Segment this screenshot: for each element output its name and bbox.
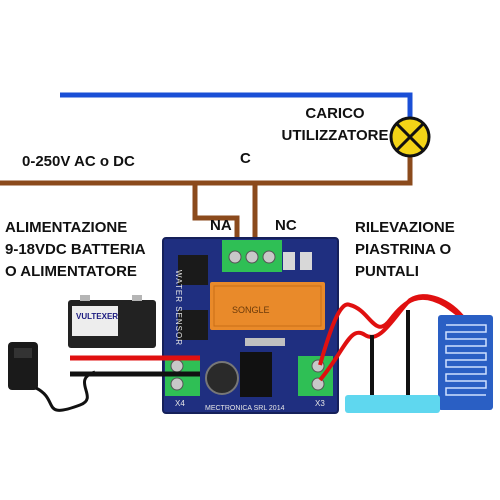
- label-voltage: 0-250V AC o DC: [22, 153, 135, 170]
- connector-left-label: X4: [175, 399, 185, 408]
- blue-wire: [60, 92, 413, 118]
- label-rilevazione-line3: PUNTALI: [355, 263, 419, 280]
- label-common: C: [240, 150, 251, 167]
- label-rilevazione-line2: PIASTRINA O: [355, 241, 452, 258]
- label-alimentazione-line2: 9-18VDC BATTERIA: [5, 241, 146, 258]
- label-nc: NC: [275, 217, 297, 234]
- brown-wire-lamp: [0, 155, 413, 186]
- lamp-icon: [389, 116, 431, 158]
- pcb-board: [162, 237, 339, 414]
- relay: [210, 282, 325, 330]
- label-carico-line2: UTILIZZATORE: [281, 127, 389, 144]
- power-adapter-icon: [8, 342, 96, 412]
- relay-text: SONGLE: [232, 305, 270, 315]
- label-alimentazione-line3: O ALIMENTATORE: [5, 263, 137, 280]
- label-alimentazione: ALIMENTAZIONE 9-18VDC BATTERIA O ALIMENT…: [5, 217, 146, 283]
- connector-right-label: X3: [315, 399, 325, 408]
- battery-brand: VULTEXER: [76, 312, 118, 321]
- board-text-vertical: WATER SENSOR: [174, 270, 183, 346]
- water-puddle: [345, 395, 440, 413]
- label-rilevazione-line1: RILEVAZIONE: [355, 219, 455, 236]
- label-rilevazione: RILEVAZIONE PIASTRINA O PUNTALI: [355, 217, 455, 283]
- label-carico: CARICO UTILIZZATORE: [255, 103, 415, 147]
- label-carico-line1: CARICO: [305, 105, 365, 122]
- water-sensor-plate: [438, 315, 493, 410]
- board-bottom-text: MECTRONICA SRL 2014: [205, 405, 285, 412]
- label-alimentazione-line1: ALIMENTAZIONE: [5, 219, 128, 236]
- red-sensor-wire-1: [318, 295, 480, 366]
- label-na: NA: [210, 217, 232, 234]
- red-sensor-wire-2: [318, 294, 467, 382]
- battery-icon: [68, 295, 156, 348]
- brown-wire-na: [192, 183, 240, 240]
